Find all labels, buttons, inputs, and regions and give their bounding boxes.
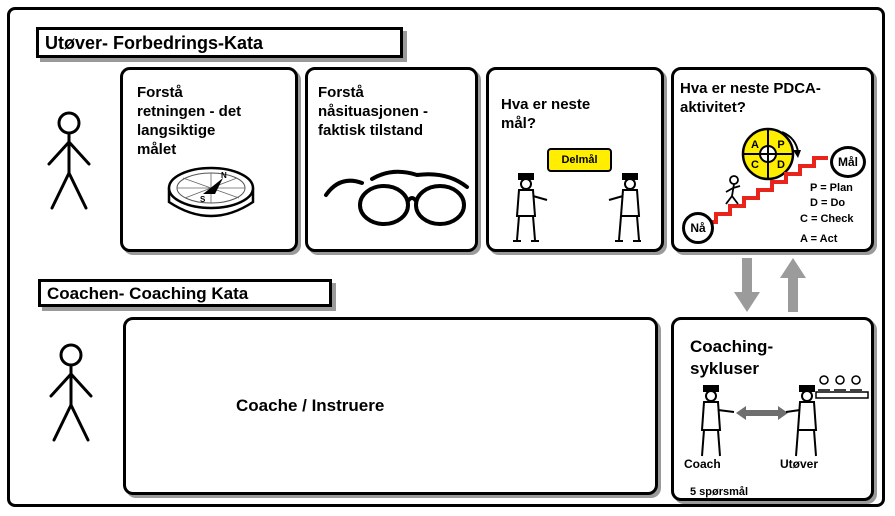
coaching-cycles-panel: Coaching- sykluser Coach Utøver 5 spørsm…	[671, 317, 874, 501]
coaching-main-text: Coache / Instruere	[236, 396, 385, 415]
person-left-icon	[513, 173, 548, 242]
staircase-icon	[702, 156, 828, 224]
legend-check: C = Check	[800, 213, 854, 225]
coach-figure-icon	[700, 385, 735, 457]
person-right-icon	[608, 173, 641, 242]
glasses-icon	[324, 169, 469, 226]
pdca-question-text: Hva er neste PDCA- aktivitet?	[680, 80, 821, 116]
compass-icon: N S	[167, 166, 255, 218]
goal-label: Mål	[837, 155, 858, 169]
current-condition-text: Forstå nåsituasjonen - faktisk tilstand	[318, 84, 429, 139]
direction-panel: Forstå retningen - det langsiktige målet…	[120, 67, 298, 252]
coaching-kata-title: Coachen- Coaching Kata	[38, 279, 332, 307]
two-way-arrow-icon	[736, 406, 788, 420]
pdca-letter-c: C	[751, 159, 759, 171]
pdca-panel: Hva er neste PDCA- aktivitet? A P C D Nå…	[671, 67, 874, 252]
target-condition-badge: Delmål	[547, 148, 612, 172]
start-circle: Nå	[682, 212, 714, 244]
svg-text:N: N	[221, 171, 227, 180]
coaching-cycles-title: Coaching- sykluser	[690, 337, 774, 378]
svg-text:S: S	[200, 195, 206, 204]
five-questions-label: 5 spørsmål	[690, 486, 749, 498]
up-arrow-icon	[780, 258, 806, 312]
learner-label: Utøver	[780, 457, 819, 471]
legend-plan: P = Plan	[810, 182, 853, 194]
legend-do: D = Do	[810, 197, 846, 209]
coach-label: Coach	[684, 457, 721, 471]
pdca-letter-d: D	[777, 159, 785, 171]
pdca-letter-a: A	[751, 139, 759, 151]
start-label: Nå	[690, 221, 706, 235]
down-arrow-icon	[734, 258, 760, 312]
outer-frame	[7, 7, 885, 507]
next-target-text: Hva er neste mål?	[501, 96, 591, 132]
improvement-kata-title: Utøver- Forbedrings-Kata	[36, 27, 403, 58]
legend-act: A = Act	[800, 233, 838, 245]
pdca-letter-p: P	[777, 139, 784, 151]
target-condition-label: Delmål	[561, 154, 598, 166]
learner-figure-icon	[785, 385, 818, 457]
coach-stick-figure-icon	[49, 343, 93, 442]
pdca-wheel-icon: A P C D	[741, 127, 801, 181]
audience-icon	[815, 375, 869, 399]
next-target-panel: Hva er neste mål? Delmål	[486, 67, 664, 252]
learner-stick-figure-icon	[47, 111, 91, 210]
coaching-panel: Coache / Instruere	[123, 317, 658, 495]
current-condition-panel: Forstå nåsituasjonen - faktisk tilstand	[305, 67, 478, 252]
direction-text: Forstå retningen - det langsiktige målet	[137, 84, 242, 158]
goal-circle: Mål	[830, 146, 866, 178]
